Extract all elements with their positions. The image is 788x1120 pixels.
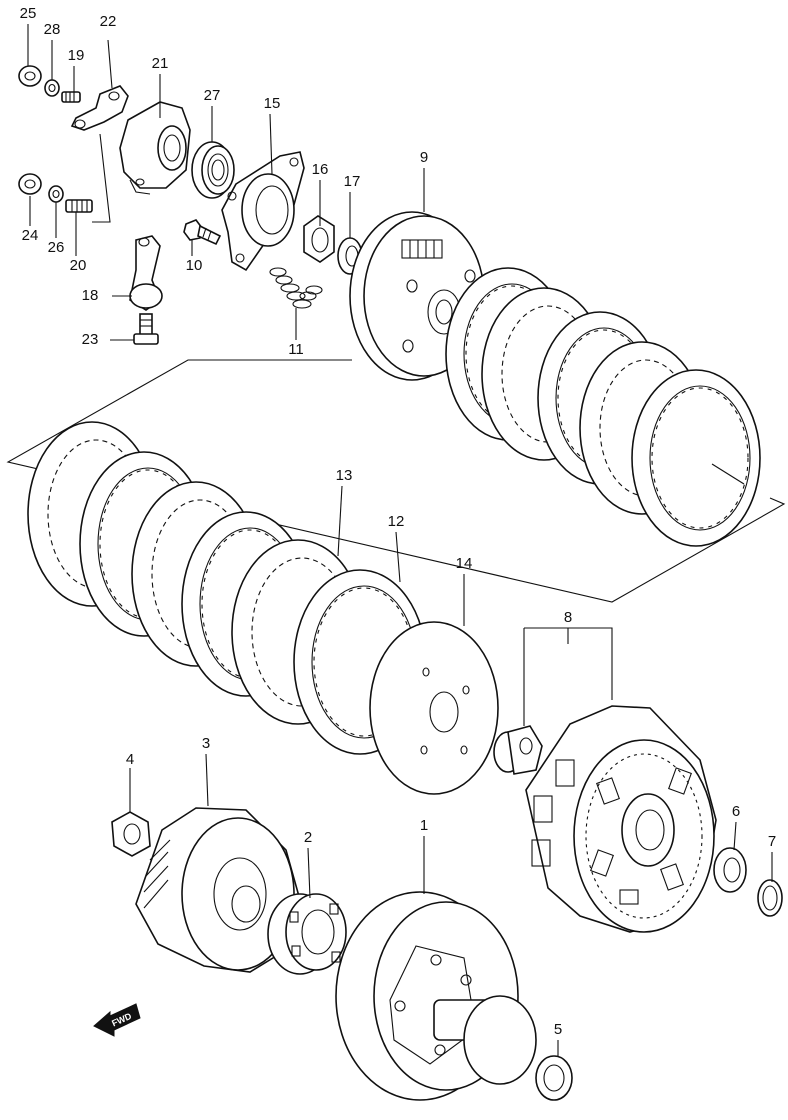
plate-stack-bracket <box>6 359 786 603</box>
part-8-bushing <box>493 725 543 775</box>
callout-8: 8 <box>564 609 572 626</box>
part-28-washer <box>44 79 60 97</box>
part-19-bolt <box>61 91 81 103</box>
callout-5: 5 <box>554 1021 562 1038</box>
callout-17: 17 <box>344 173 361 190</box>
callout-7: 7 <box>768 833 776 850</box>
callout-12: 12 <box>388 513 405 530</box>
part-5-washer <box>535 1055 573 1101</box>
part-6-washer <box>713 847 747 893</box>
top-friction-plate-3 <box>631 369 761 547</box>
callout-20: 20 <box>70 257 87 274</box>
callout-21: 21 <box>152 55 169 72</box>
callout-6: 6 <box>732 803 740 820</box>
callout-10: 10 <box>186 257 203 274</box>
callout-15: 15 <box>264 95 281 112</box>
callout-25: 25 <box>20 5 37 22</box>
callout-11: 11 <box>288 341 304 358</box>
callout-19: 19 <box>68 47 85 64</box>
bracket-leader-line <box>92 133 111 223</box>
callout-27: 27 <box>204 87 221 104</box>
callout-13: 13 <box>336 467 353 484</box>
part-2-one-way-clutch <box>267 893 347 975</box>
part-8-clutch-housing <box>525 705 717 933</box>
part-15-lifter-plate <box>221 151 305 272</box>
callout-26: 26 <box>48 239 65 256</box>
part-11-springs <box>269 267 323 309</box>
callout-3: 3 <box>202 735 210 752</box>
callout-1: 1 <box>420 817 428 834</box>
part-27-bearing <box>191 141 235 199</box>
part-26-washer <box>48 185 64 203</box>
part-22-bracket <box>70 39 129 131</box>
part-3-clutch-hub <box>135 807 301 973</box>
part-16-nut <box>303 215 335 263</box>
callout-14: 14 <box>456 555 473 572</box>
callout-23: 23 <box>82 331 99 348</box>
callout-labels: 25 28 19 22 21 27 15 16 17 9 24 26 20 10… <box>20 5 777 1038</box>
part-7-washer <box>757 879 783 917</box>
part-1-driven-gear <box>335 891 537 1101</box>
part-21-lifter-housing <box>119 101 191 195</box>
leader-lines <box>27 24 773 1056</box>
callout-9: 9 <box>420 149 428 166</box>
part-14-clutch-plate <box>369 621 499 795</box>
callout-4: 4 <box>126 751 134 768</box>
callout-2: 2 <box>304 829 312 846</box>
part-20-bolt <box>65 199 93 213</box>
part-18-lifter-arm <box>129 235 163 311</box>
part-4-nut <box>111 811 151 857</box>
callout-18: 18 <box>82 287 99 304</box>
part-10-bolt <box>183 219 222 246</box>
part-23-bolt <box>133 313 159 345</box>
callout-28: 28 <box>44 21 61 38</box>
part-24-nut <box>18 173 42 195</box>
callout-24: 24 <box>22 227 39 244</box>
fwd-arrow-icon: FWD <box>93 1003 141 1037</box>
callout-16: 16 <box>312 161 329 178</box>
callout-22: 22 <box>100 13 117 30</box>
part-25-nut <box>18 65 42 87</box>
